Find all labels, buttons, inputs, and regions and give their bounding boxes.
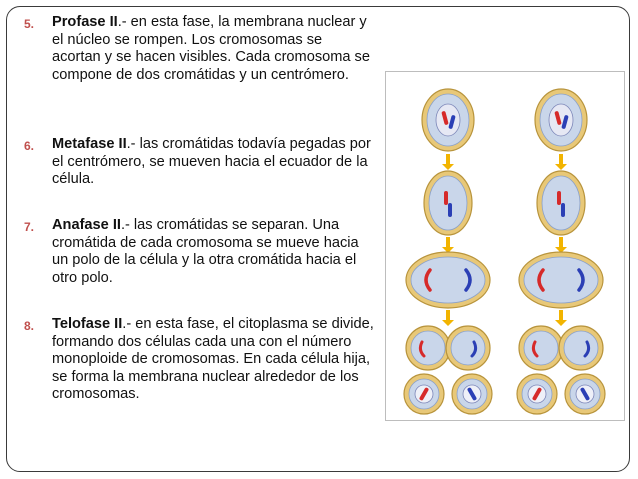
item-text: Profase II.- en esta fase, la membrana n… [52, 14, 374, 84]
chromosome [580, 387, 590, 401]
down-arrow [555, 154, 567, 170]
cell-cytoplasm [410, 330, 446, 366]
item-description: .- en esta fase, la membrana nuclear y e… [52, 14, 370, 83]
chromosome [561, 203, 565, 217]
cell-cytoplasm [523, 330, 559, 366]
down-arrow [555, 237, 567, 253]
chromatid [537, 268, 545, 292]
item-text: Telofase II.- en esta fase, el citoplasm… [52, 316, 374, 404]
down-arrow [555, 310, 567, 326]
chromatid [464, 268, 472, 292]
item-number: 5. [24, 17, 35, 31]
illustration-canvas [403, 88, 606, 415]
chromatid [583, 340, 591, 358]
chromatid [531, 340, 539, 358]
chromosome [419, 387, 429, 401]
meiosis-ii-illustration [385, 71, 625, 421]
cell-cytoplasm [563, 330, 599, 366]
chromatid [470, 340, 478, 358]
item-description: .- en esta fase, el citoplasma se divide… [52, 316, 374, 403]
item-text: Anafase II.- las cromátidas se separan. … [52, 217, 374, 287]
item-number: 6. [24, 139, 35, 153]
item-description: .- las cromátidas se separan. Una cromát… [52, 217, 359, 286]
chromosome [441, 111, 449, 125]
chromatid [577, 268, 585, 292]
chromosome [532, 387, 542, 401]
item-term: Anafase II [52, 217, 121, 233]
down-arrow [442, 310, 454, 326]
down-arrow [442, 237, 454, 253]
item-term: Profase II [52, 14, 118, 30]
chromosome [554, 111, 562, 125]
item-number: 7. [24, 220, 35, 234]
nucleus [435, 103, 461, 137]
cell-cytoplasm [450, 330, 486, 366]
chromatid [424, 268, 432, 292]
chromatid [418, 340, 426, 358]
chromosome [467, 387, 477, 401]
item-term: Metafase II [52, 136, 127, 152]
chromosome [448, 115, 456, 129]
item-number: 8. [24, 319, 35, 333]
item-description: .- las cromátidas todavía pegadas por el… [52, 136, 371, 188]
cell-cytoplasm [410, 256, 486, 304]
chromosome [444, 191, 448, 205]
item-term: Telofase II [52, 316, 123, 332]
nucleus [548, 103, 574, 137]
cell-cytoplasm [523, 256, 599, 304]
down-arrow [442, 154, 454, 170]
chromosome [448, 203, 452, 217]
chromosome [557, 191, 561, 205]
item-text: Metafase II.- las cromátidas todavía peg… [52, 136, 374, 189]
chromosome [561, 115, 569, 129]
